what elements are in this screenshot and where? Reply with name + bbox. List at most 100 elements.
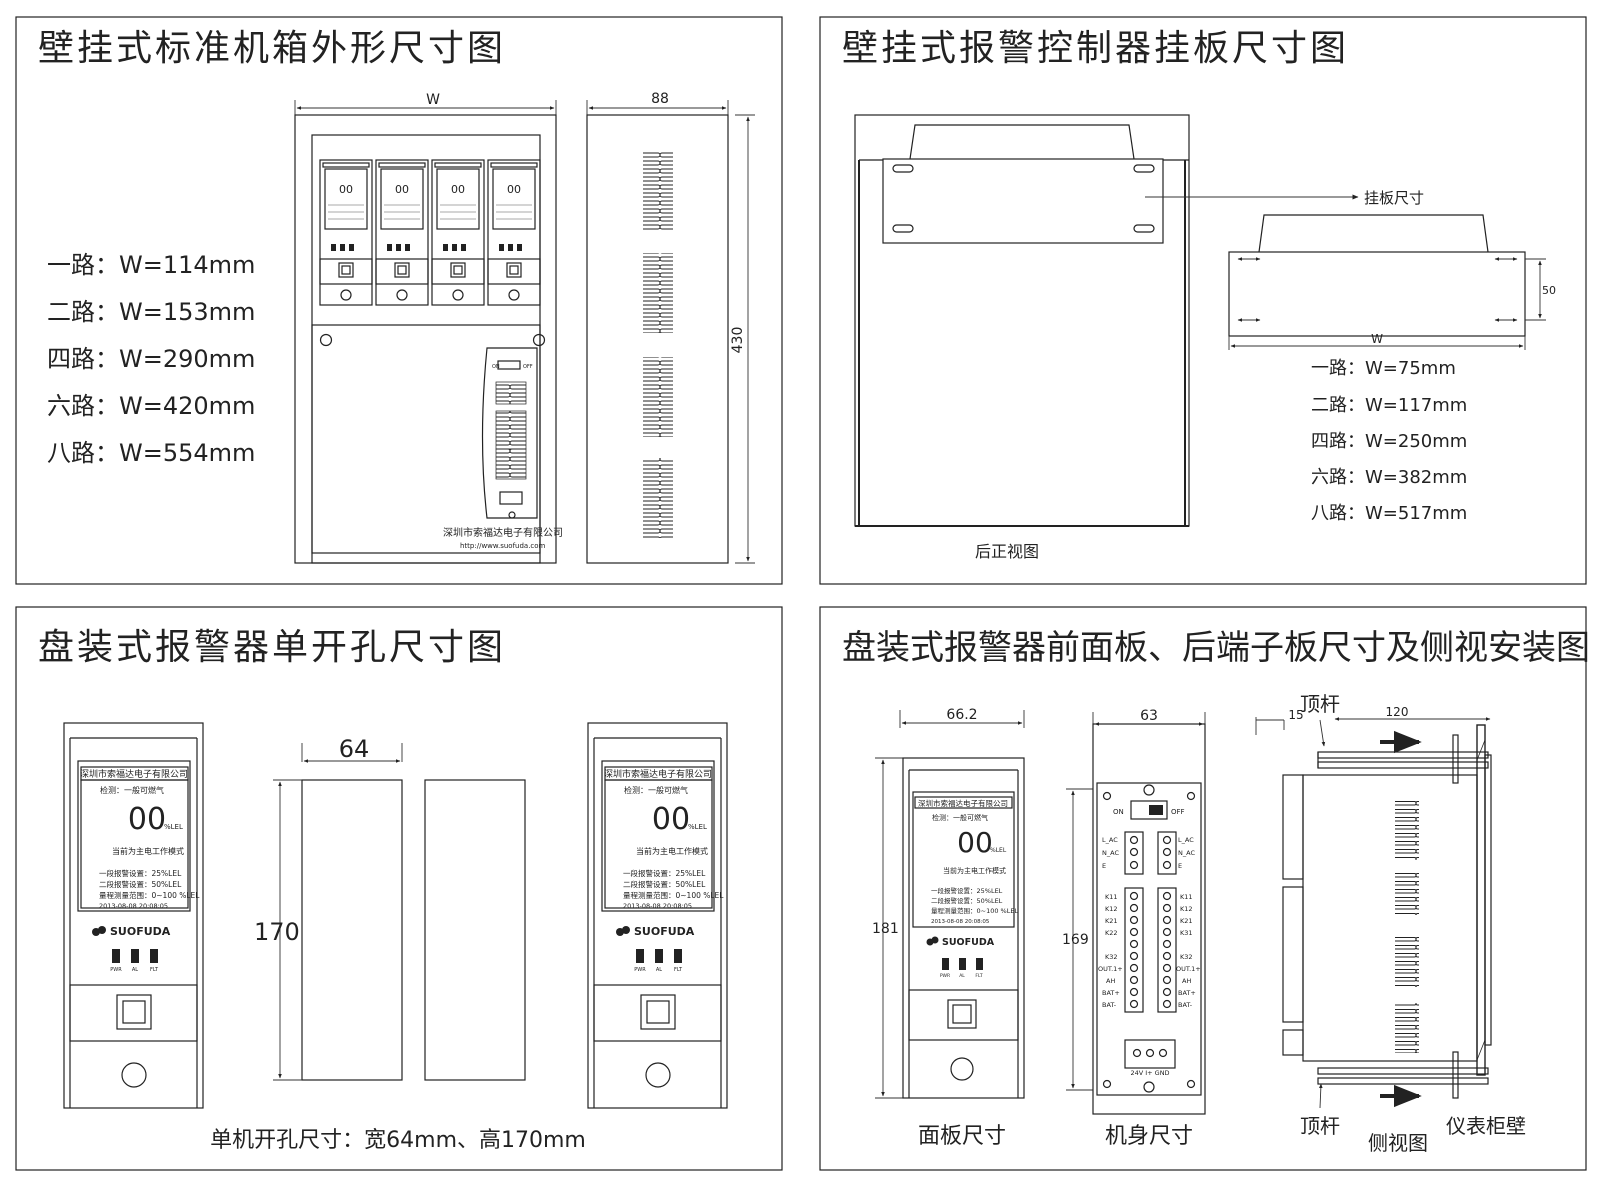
lcd-mode: 当前为主电工作模式: [112, 846, 184, 856]
panel-border: [15, 16, 783, 585]
width-item: 四路：W=290mm: [47, 345, 255, 373]
terminal-label: K12: [1105, 905, 1118, 913]
lcd-datetime: 2013-08-08 20:08:05: [931, 919, 990, 925]
led-label: PWR: [940, 973, 950, 979]
terminal-label: OUT.1+: [1176, 965, 1201, 973]
panel-wall-cabinet: 壁挂式标准机箱外形尺寸图 一路：W=114mm 二路：W=153mm 四路：W=…: [15, 16, 783, 585]
lcd-alarm1: 一段报警设置：25%LEL: [99, 868, 182, 878]
dim-label-depth: 88: [651, 91, 669, 107]
cutout-drawing: 64 170: [254, 735, 526, 1081]
terminal-label: N_AC: [1178, 849, 1195, 857]
lcd-alarm2: 二段报警设置：50%LEL: [99, 879, 182, 889]
lcd-alarm1: 一段报警设置：25%LEL: [623, 868, 706, 878]
module-reading: 00: [339, 183, 353, 196]
dim-label-181: 181: [872, 921, 899, 937]
led-pwr-icon: [636, 949, 644, 963]
terminal-label: BAT+: [1102, 989, 1120, 997]
lcd-alarm1: 一段报警设置：25%LEL: [931, 886, 1003, 895]
company-url: http://www.suofuda.com: [460, 542, 546, 550]
terminal-label: K11: [1105, 893, 1118, 901]
top-rod-label-top: 顶杆: [1300, 692, 1340, 716]
led-label: FLT: [975, 973, 982, 979]
lcd-range: 量程测量范围：0~100 %LEL: [99, 890, 200, 900]
led-label: AL: [132, 967, 138, 973]
detector-module: 00: [487, 159, 541, 306]
plate-drawing: 50 W: [1228, 214, 1556, 350]
cabinet-side-view: [586, 114, 729, 564]
lcd-alarm2: 二段报警设置：50%LEL: [931, 896, 1003, 905]
body-drawing: 63 169 ON OFF: [1062, 708, 1206, 1149]
top-rod-label-bottom: 顶杆: [1300, 1114, 1340, 1138]
terminal-label: K21: [1105, 917, 1118, 925]
terminal-label: L_AC: [1102, 836, 1118, 844]
lcd-unit: %LEL: [990, 847, 1007, 854]
dimension-depth: 88: [586, 91, 729, 118]
width-item: 八路：W=517mm: [1311, 503, 1467, 524]
switch-on-label: ON: [1113, 808, 1124, 816]
dim-label-64: 64: [339, 735, 370, 763]
reset-knob-icon: [645, 1062, 671, 1088]
dim-label-169: 169: [1062, 932, 1089, 948]
width-item: 六路：W=420mm: [47, 392, 255, 420]
lcd-reading: 00: [957, 826, 993, 859]
terminal-label: E: [1178, 862, 1182, 870]
device-front-right: 深圳市索福达电子有限公司 检测：一般可燃气 00 %LEL 当前为主电工作模式 …: [587, 722, 728, 1109]
terminal-label: BAT-: [1102, 1001, 1117, 1009]
detector-module: 00: [431, 159, 485, 306]
led-label: PWR: [110, 967, 122, 973]
width-list: 一路：W=114mm 二路：W=153mm 四路：W=290mm 六路：W=42…: [47, 251, 255, 467]
width-item: 一路：W=75mm: [1311, 358, 1456, 379]
terminal-label: OUT.1+: [1098, 965, 1123, 973]
lcd-mode: 当前为主电工作模式: [943, 866, 1006, 875]
width-item: 八路：W=554mm: [47, 439, 255, 467]
terminal-label: N_AC: [1102, 849, 1119, 857]
width-item: 二路：W=153mm: [47, 298, 255, 326]
dim-label-170: 170: [254, 918, 300, 946]
mute-button-icon: [116, 994, 152, 1030]
panel-wall-plate: 壁挂式报警控制器挂板尺寸图 后正视图 挂板尺寸: [819, 16, 1587, 585]
dim-label-63: 63: [1140, 708, 1158, 724]
dim-label-66-2: 66.2: [946, 707, 977, 723]
led-al-icon: [655, 949, 663, 963]
dim-label-w: W: [1371, 332, 1383, 346]
width-item: 一路：W=114mm: [47, 251, 255, 279]
dim-label-height: 430: [730, 327, 746, 354]
bottom-terminal-label: 24V I+ GND: [1130, 1069, 1169, 1077]
terminal-label: K31: [1180, 929, 1193, 937]
led-al-icon: [959, 958, 966, 970]
lcd-company: 深圳市索福达电子有限公司: [80, 768, 188, 780]
led-al-icon: [131, 949, 139, 963]
panel-border: [819, 16, 1587, 585]
lcd-range: 量程测量范围：0~100 %LEL: [931, 906, 1018, 915]
switch-off-label: OFF: [523, 364, 533, 370]
panel-title: 壁挂式报警控制器挂板尺寸图: [842, 28, 1349, 69]
mute-button-icon: [947, 999, 977, 1029]
led-label: FLT: [674, 967, 683, 973]
lcd-company: 深圳市索福达电子有限公司: [604, 768, 712, 780]
detector-module: 00: [375, 159, 429, 306]
terminal-label: K21: [1180, 917, 1193, 925]
led-flt-icon: [976, 958, 983, 970]
panel-title: 壁挂式标准机箱外形尺寸图: [38, 28, 506, 69]
cabinet-wall: [1476, 724, 1486, 1076]
panel-title: 盘装式报警器单开孔尺寸图: [38, 627, 506, 668]
led-label: FLT: [150, 967, 159, 973]
lcd-range: 量程测量范围：0~100 %LEL: [623, 890, 724, 900]
lcd-reading: 00: [128, 802, 166, 837]
terminal-label: AH: [1106, 977, 1115, 985]
dimension-w: W: [294, 92, 557, 118]
panel-panel-mount: 盘装式报警器前面板、后端子板尺寸及侧视安装图 66.2 181 深圳市索福达电子…: [819, 606, 1590, 1171]
module-reading: 00: [395, 183, 409, 196]
lcd-unit: %LEL: [688, 823, 707, 831]
panel-title: 盘装式报警器前面板、后端子板尺寸及侧视安装图: [842, 628, 1590, 668]
dim-label-15: 15: [1288, 708, 1303, 722]
dim-label-w: W: [426, 92, 440, 108]
lcd-detect: 检测：一般可燃气: [624, 785, 688, 795]
led-label: PWR: [634, 967, 646, 973]
company-name: 深圳市索福达电子有限公司: [443, 526, 563, 539]
terminal-label: K11: [1180, 893, 1193, 901]
panel-size-label: 面板尺寸: [918, 1124, 1006, 1149]
cabinet-front-view: 00 00: [294, 114, 563, 564]
switch-on-label: ON: [492, 364, 500, 370]
